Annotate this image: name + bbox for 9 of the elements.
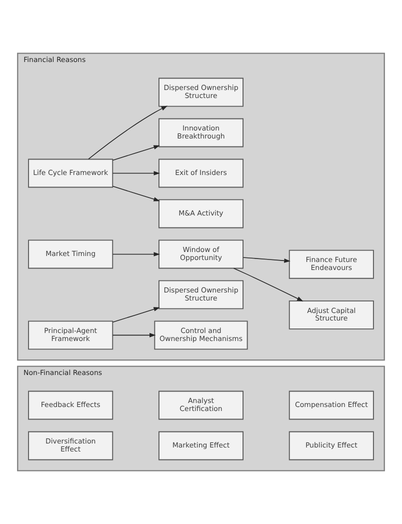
arrow [112, 252, 160, 256]
arrow [242, 257, 290, 263]
arrow [112, 333, 156, 338]
arrow [112, 307, 160, 323]
arrow [88, 106, 168, 160]
arrow [112, 171, 160, 176]
arrow [112, 186, 160, 202]
arrow [112, 145, 160, 161]
arrow [233, 268, 304, 302]
